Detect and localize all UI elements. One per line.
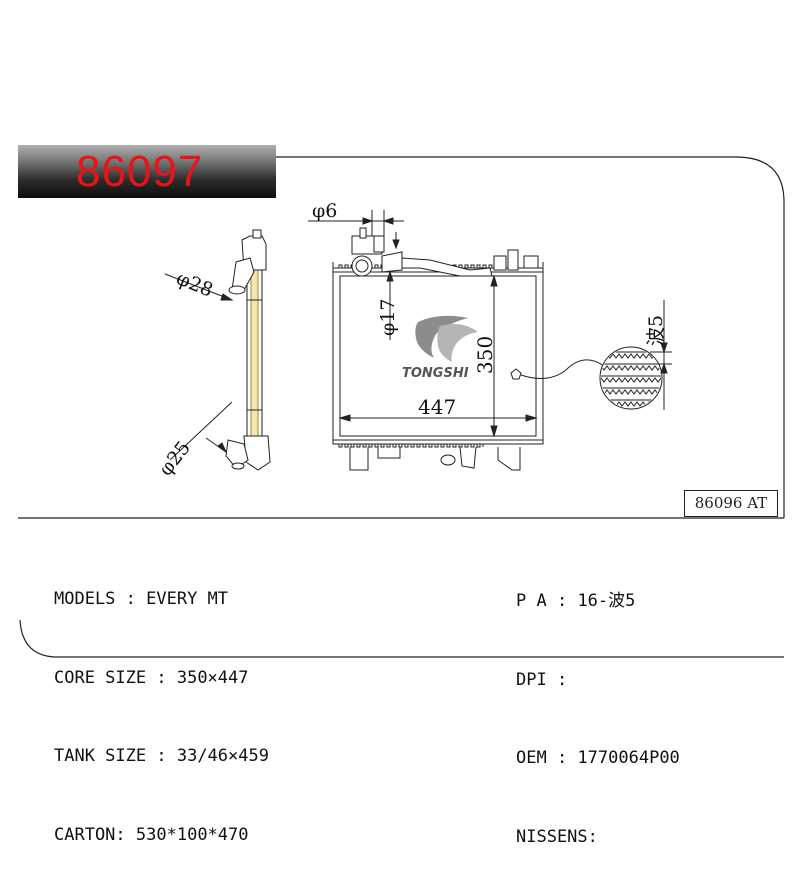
specs-left: MODELS : EVERY MT CORE SIZE : 350×447 TA… — [54, 534, 269, 874]
radiator-drawing: φ28 φ25 — [18, 156, 785, 658]
alt-reference-box: 86096 AT — [684, 490, 778, 517]
core-width-dimension — [338, 414, 538, 422]
spec-oem: OEM : 1770064P00 — [516, 748, 680, 768]
spec-models: MODELS : EVERY MT — [54, 589, 229, 609]
neck-dimension — [386, 270, 394, 340]
core-height-label: 350 — [473, 336, 497, 374]
frame-top-line — [276, 156, 785, 518]
side-view — [225, 229, 271, 471]
title-banner — [18, 145, 276, 198]
outlet-diameter-label: φ25 — [155, 437, 195, 480]
specs-right: P A : 16-波5 DPI : OEM : 1770064P00 NISSE… — [516, 536, 680, 876]
spec-tank-size: TANK SIZE : 33/46×459 — [54, 746, 269, 766]
fin-detail — [510, 300, 672, 410]
front-view — [332, 227, 544, 471]
logo-text: TONGSHI — [402, 366, 469, 381]
spec-core-size: CORE SIZE : 350×447 — [54, 667, 249, 688]
spec-dpi: DPI : — [516, 669, 578, 690]
inlet-diameter-label: φ28 — [173, 267, 216, 301]
fin-wave-label: 波5 — [645, 315, 667, 346]
inlet-dimension — [164, 273, 234, 301]
spec-carton: CARTON: 530*100*470 — [54, 824, 249, 845]
part-number: 86097 — [76, 147, 204, 196]
neck-diameter-label: φ17 — [377, 299, 399, 336]
tongshi-logo: TONGSHI — [402, 315, 478, 381]
outlet-dimension — [169, 401, 233, 461]
spec-pa: P A : 16-波5 — [516, 591, 636, 611]
core-height-dimension — [490, 274, 498, 438]
core-width-label: 447 — [418, 395, 456, 419]
frame-bottom-line — [19, 619, 784, 658]
cap-pipe-dimension — [308, 210, 404, 250]
spec-nissens: NISSENS: — [516, 826, 598, 847]
cap-pipe-diameter-label: φ6 — [312, 200, 337, 222]
